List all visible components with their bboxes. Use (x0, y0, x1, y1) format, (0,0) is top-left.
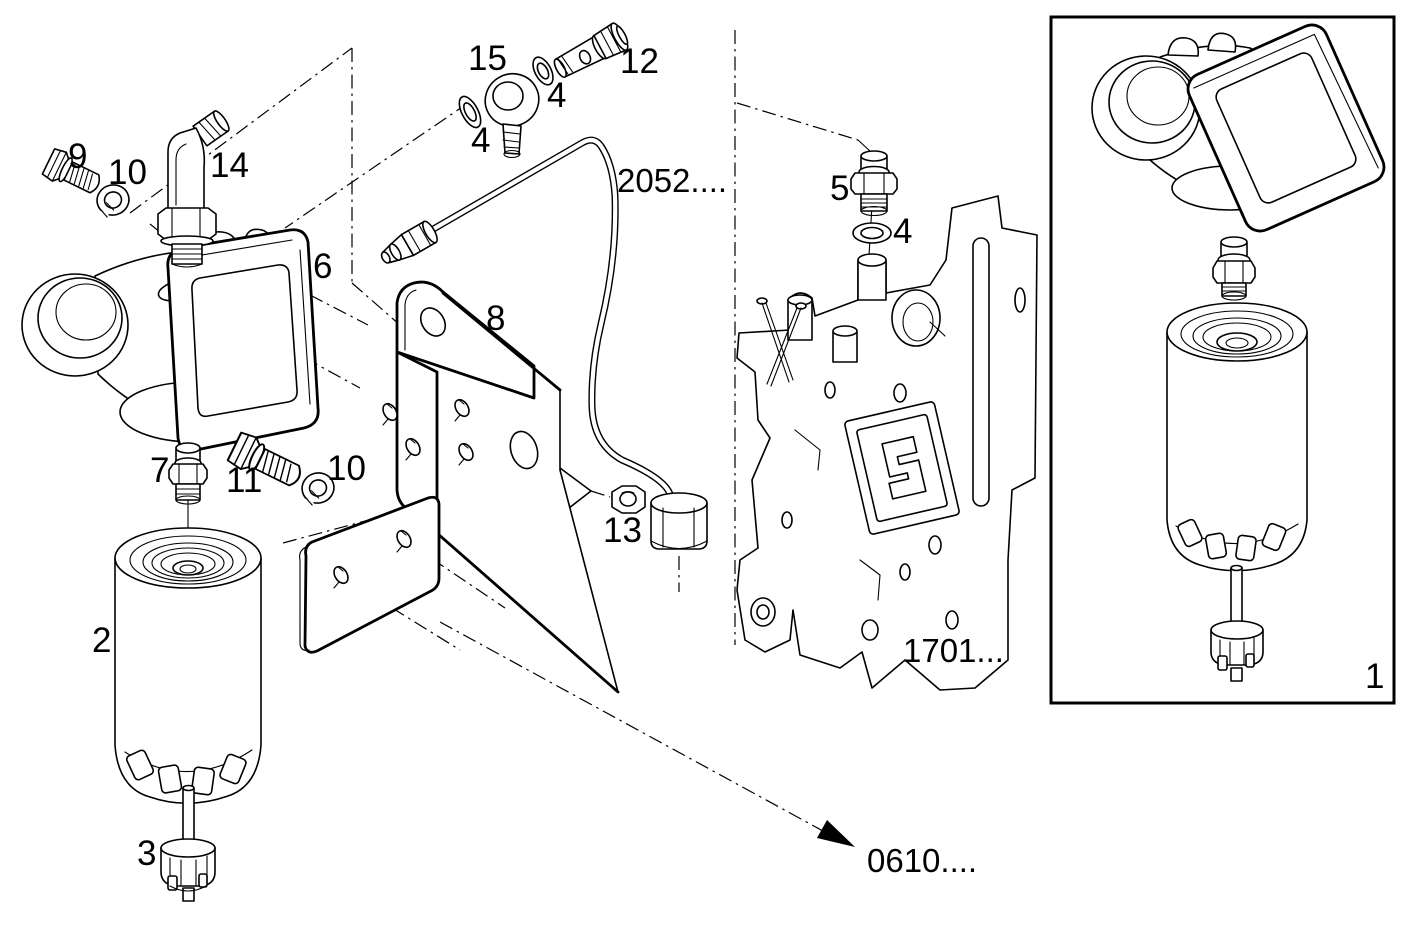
callout-2: 2 (92, 621, 111, 660)
block-emblem-plate (844, 401, 960, 535)
seal-washer-4-block (852, 222, 892, 244)
mounting-bracket (299, 280, 620, 694)
inset-assembled-unit (1049, 15, 1396, 705)
fitting-5 (850, 150, 898, 217)
pipe-end-nut (650, 492, 708, 550)
callout-3: 3 (137, 834, 156, 873)
ref-2052: 2052.... (617, 162, 727, 199)
nut-13 (611, 485, 646, 514)
callout-4-block: 4 (893, 212, 912, 251)
nipple-fitting-7 (168, 442, 208, 505)
callout-9: 9 (68, 137, 87, 176)
callout-10b: 10 (327, 449, 366, 488)
seal-washer-4-left (458, 95, 482, 129)
callout-1: 1 (1365, 657, 1384, 696)
elbow-fitting-14 (157, 110, 230, 268)
callout-13: 13 (603, 511, 642, 550)
callout-10a: 10 (108, 153, 147, 192)
callout-12: 12 (620, 42, 659, 81)
ref-0610: 0610.... (867, 842, 977, 879)
callout-15: 15 (468, 39, 507, 78)
callout-6: 6 (313, 247, 332, 286)
drain-valve (160, 784, 216, 902)
callout-11: 11 (226, 461, 262, 500)
direction-arrowhead (817, 820, 855, 847)
callout-labels: 9 10 14 15 4 12 4 2052.... 5 4 6 8 7 11 … (68, 39, 1384, 879)
banjo-bolt-12 (553, 22, 629, 78)
fuel-pipe (380, 136, 708, 550)
callout-5: 5 (830, 169, 849, 208)
ref-1701: 1701... (903, 632, 1004, 669)
filter-cartridge (114, 527, 262, 805)
callout-7: 7 (150, 451, 169, 490)
filter-head (21, 228, 320, 452)
engine-block (736, 195, 1038, 691)
seal-washer-4-right (532, 56, 554, 86)
banjo-fitting-15 (484, 72, 540, 159)
callout-4-left: 4 (471, 121, 490, 160)
callout-14: 14 (210, 146, 249, 185)
pipe-union-fitting (380, 220, 438, 264)
callout-4-right: 4 (547, 76, 566, 115)
callout-8: 8 (486, 299, 505, 338)
